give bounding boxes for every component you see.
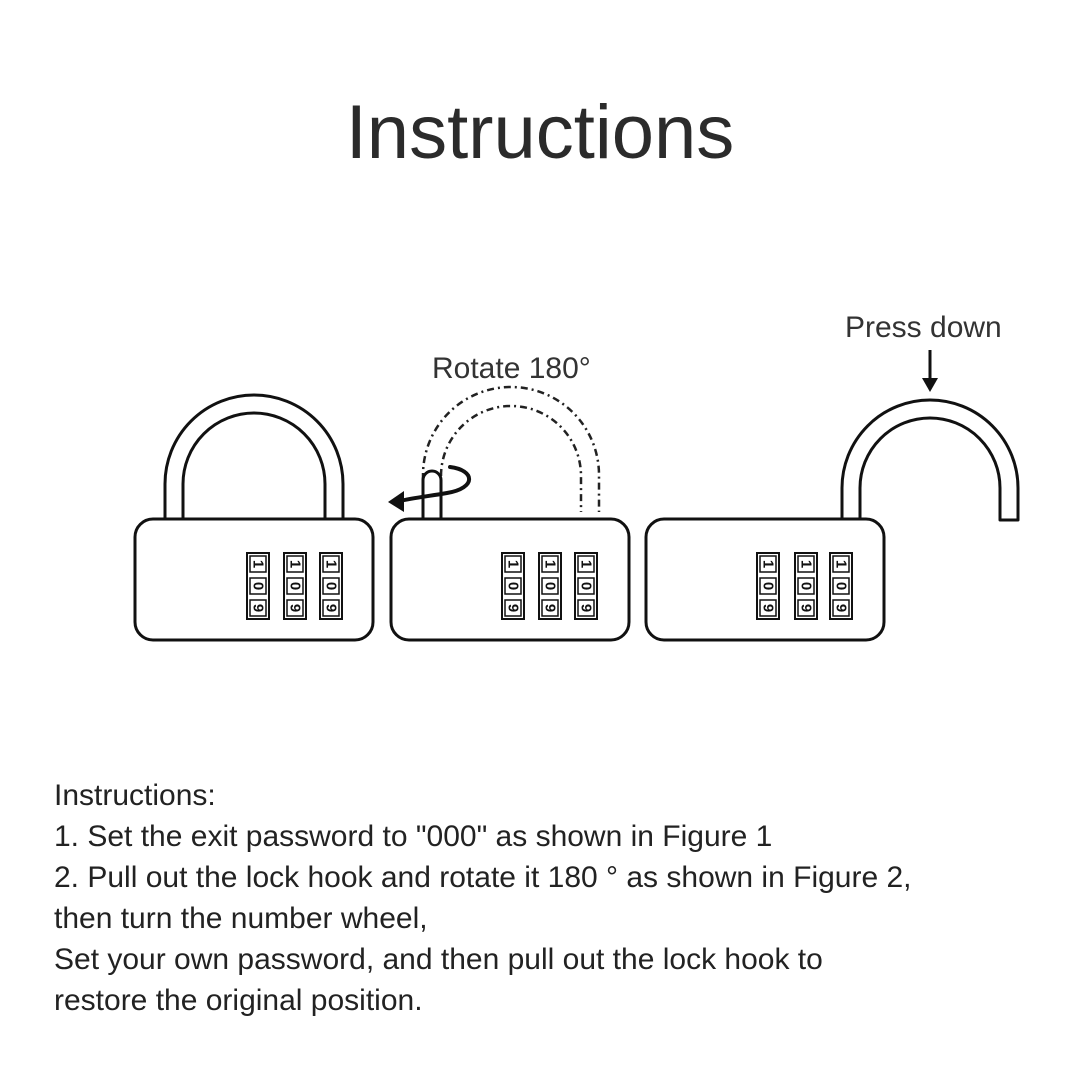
number-wheel-cell: [577, 555, 595, 573]
wheel-digit: 0: [578, 582, 595, 590]
number-wheel-cell: [322, 555, 340, 573]
wheel-digit: 0: [287, 582, 304, 590]
wheel-digit: 1: [542, 560, 559, 568]
instructions-text: Instructions: 1. Set the exit password t…: [54, 775, 1054, 1021]
number-wheels-2: 1 0 9 1 0 9 1 0 9: [501, 552, 598, 620]
wheel-digit: 1: [798, 560, 815, 568]
number-wheel-cell: [504, 577, 522, 595]
number-wheel[interactable]: 1 0 9: [283, 552, 307, 620]
instruction-line: 2. Pull out the lock hook and rotate it …: [54, 861, 912, 894]
shackle-open: [840, 398, 1020, 522]
shackle-ghost-inner: [439, 404, 583, 512]
wheel-digit: 0: [250, 582, 267, 590]
number-wheels-3: 1 0 9 1 0 9 1 0 9: [756, 552, 853, 620]
wheel-digit: 1: [287, 560, 304, 568]
number-wheel-cell: [797, 555, 815, 573]
wheel-digit: 1: [250, 560, 267, 568]
number-wheel-cell: [504, 555, 522, 573]
number-wheel-cell: [832, 555, 850, 573]
wheel-digit: 0: [760, 582, 777, 590]
number-wheel-frame: [794, 552, 818, 620]
number-wheel[interactable]: 1 0 9: [794, 552, 818, 620]
wheel-digit: 9: [250, 604, 267, 612]
number-wheel-frame: [501, 552, 525, 620]
shackle-ghost-outer: [421, 385, 601, 512]
wheel-digit: 0: [833, 582, 850, 590]
wheel-digit: 9: [287, 604, 304, 612]
wheel-digit: 0: [323, 582, 340, 590]
number-wheel-frame: [246, 552, 270, 620]
wheel-digit: 0: [505, 582, 522, 590]
wheel-digit: 9: [323, 604, 340, 612]
wheel-digit: 0: [542, 582, 559, 590]
number-wheel[interactable]: 1 0 9: [538, 552, 562, 620]
wheel-digit: 9: [798, 604, 815, 612]
instructions-heading: Instructions:: [54, 779, 216, 812]
press-down-label: Press down: [845, 311, 1002, 344]
number-wheel-cell: [577, 577, 595, 595]
number-wheel-cell: [759, 555, 777, 573]
number-wheel-cell: [797, 599, 815, 617]
wheel-digit: 9: [578, 604, 595, 612]
wheel-digit: 1: [578, 560, 595, 568]
number-wheel-frame: [538, 552, 562, 620]
instruction-line: Set your own password, and then pull out…: [54, 943, 823, 976]
number-wheel-cell: [286, 577, 304, 595]
rotate-arrow: [398, 465, 471, 503]
padlock-figure-2: 1 0 9 1 0 9 1 0 9: [388, 385, 631, 642]
shackle-closed: [163, 393, 345, 522]
number-wheel[interactable]: 1 0 9: [319, 552, 343, 620]
number-wheel-cell: [249, 599, 267, 617]
wheel-digit: 1: [760, 560, 777, 568]
number-wheel-cell: [541, 555, 559, 573]
number-wheel-frame: [756, 552, 780, 620]
instruction-line: 1. Set the exit password to "000" as sho…: [54, 820, 773, 853]
instruction-line: then turn the number wheel,: [54, 902, 428, 935]
press-arrowhead: [922, 378, 938, 392]
rotate-arrowhead: [388, 491, 404, 512]
number-wheel-cell: [577, 599, 595, 617]
number-wheel-cell: [322, 577, 340, 595]
number-wheel-cell: [322, 599, 340, 617]
padlock-figure-1: 1 0 9 1 0 9 1 0 9: [133, 393, 375, 642]
number-wheel-cell: [832, 577, 850, 595]
number-wheel-cell: [286, 599, 304, 617]
number-wheel-cell: [759, 599, 777, 617]
wheel-digit: 9: [760, 604, 777, 612]
wheel-digit: 9: [542, 604, 559, 612]
number-wheel-cell: [541, 577, 559, 595]
number-wheel-frame: [574, 552, 598, 620]
number-wheel-frame: [319, 552, 343, 620]
number-wheel-cell: [541, 599, 559, 617]
page-title: Instructions: [345, 90, 735, 175]
wheel-digit: 9: [833, 604, 850, 612]
number-wheel[interactable]: 1 0 9: [756, 552, 780, 620]
number-wheel[interactable]: 1 0 9: [829, 552, 853, 620]
number-wheel-cell: [286, 555, 304, 573]
wheel-digit: 1: [505, 560, 522, 568]
number-wheel-frame: [283, 552, 307, 620]
number-wheels-1: 1 0 9 1 0 9 1 0 9: [246, 552, 343, 620]
number-wheel[interactable]: 1 0 9: [501, 552, 525, 620]
number-wheel-cell: [797, 577, 815, 595]
padlock-figure-3: 1 0 9 1 0 9 1 0 9: [644, 350, 1020, 642]
wheel-digit: 9: [505, 604, 522, 612]
number-wheel-cell: [504, 599, 522, 617]
number-wheel-cell: [249, 577, 267, 595]
number-wheel-frame: [829, 552, 853, 620]
rotate-label: Rotate 180°: [432, 352, 591, 385]
number-wheel-cell: [249, 555, 267, 573]
wheel-digit: 1: [833, 560, 850, 568]
number-wheel-cell: [832, 599, 850, 617]
instruction-line: restore the original position.: [54, 984, 423, 1017]
number-wheel-cell: [759, 577, 777, 595]
number-wheel[interactable]: 1 0 9: [574, 552, 598, 620]
wheel-digit: 0: [798, 582, 815, 590]
number-wheel[interactable]: 1 0 9: [246, 552, 270, 620]
wheel-digit: 1: [323, 560, 340, 568]
